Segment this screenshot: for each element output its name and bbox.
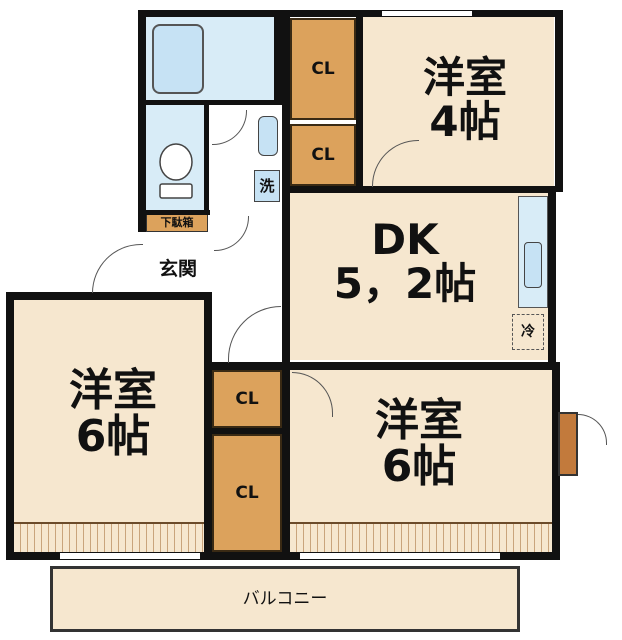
shoe-box: 下駄箱 <box>146 214 208 232</box>
floor-band <box>14 522 204 552</box>
wall <box>204 292 212 558</box>
bathtub-icon <box>152 24 204 94</box>
window <box>382 10 472 17</box>
shoe-box-label: 下駄箱 <box>160 216 194 229</box>
wall <box>146 210 210 215</box>
dk-label: DK 5，2帖 <box>300 215 510 309</box>
wall <box>356 17 363 189</box>
closet-center-b: CL <box>212 434 282 552</box>
room-size: 6帖 <box>381 441 457 493</box>
fridge-spot: 冷 <box>512 314 544 350</box>
closet-label: CL <box>311 59 335 79</box>
toilet-icon <box>156 140 196 202</box>
wall <box>206 362 554 370</box>
closet-label: CL <box>235 483 259 503</box>
sink-icon <box>258 116 278 156</box>
washer-spot: 洗 <box>254 170 280 202</box>
floor-band <box>290 522 552 552</box>
closet-north-a: CL <box>290 18 356 120</box>
wall <box>146 100 286 105</box>
closet-north-b: CL <box>290 124 356 186</box>
room-type: 洋室 <box>422 53 507 102</box>
wall <box>6 292 212 300</box>
window <box>300 552 500 560</box>
closet-center-a: CL <box>212 370 282 428</box>
exterior-unit <box>558 412 578 476</box>
room-size: 6帖 <box>75 411 151 463</box>
room-size: 5，2帖 <box>333 259 477 309</box>
west-bedroom <box>14 300 210 550</box>
wall <box>274 17 282 105</box>
south-bedroom-label: 洋室 6帖 <box>344 395 494 493</box>
wall <box>204 104 209 212</box>
entrance-label: 玄関 <box>158 258 197 280</box>
balcony: バルコニー <box>50 566 520 632</box>
wall <box>6 292 14 558</box>
fridge-label: 冷 <box>521 324 535 340</box>
wall <box>552 362 560 558</box>
wall <box>548 190 556 362</box>
balcony-label: バルコニー <box>242 589 328 609</box>
south-bedroom <box>290 370 554 552</box>
window <box>60 552 200 560</box>
wall <box>555 10 563 192</box>
door-swing <box>92 244 143 293</box>
room-type: 洋室 <box>69 365 157 416</box>
door-swing <box>578 414 607 445</box>
washer-label: 洗 <box>259 177 275 195</box>
dk-room <box>288 192 550 360</box>
wall <box>206 428 286 434</box>
north-bedroom-label: 洋室 4帖 <box>400 53 530 147</box>
wall <box>138 10 562 17</box>
west-bedroom-label: 洋室 6帖 <box>38 365 188 463</box>
wall <box>282 17 290 367</box>
wall <box>282 368 290 558</box>
kitchen-sink-icon <box>524 242 542 288</box>
room-type: DK <box>371 215 439 264</box>
wall <box>290 186 556 193</box>
entrance-floor <box>146 232 210 292</box>
room-type: 洋室 <box>375 395 463 446</box>
room-size: 4帖 <box>429 97 501 147</box>
closet-label: CL <box>311 145 335 165</box>
wall <box>138 10 146 232</box>
closet-label: CL <box>235 389 259 409</box>
